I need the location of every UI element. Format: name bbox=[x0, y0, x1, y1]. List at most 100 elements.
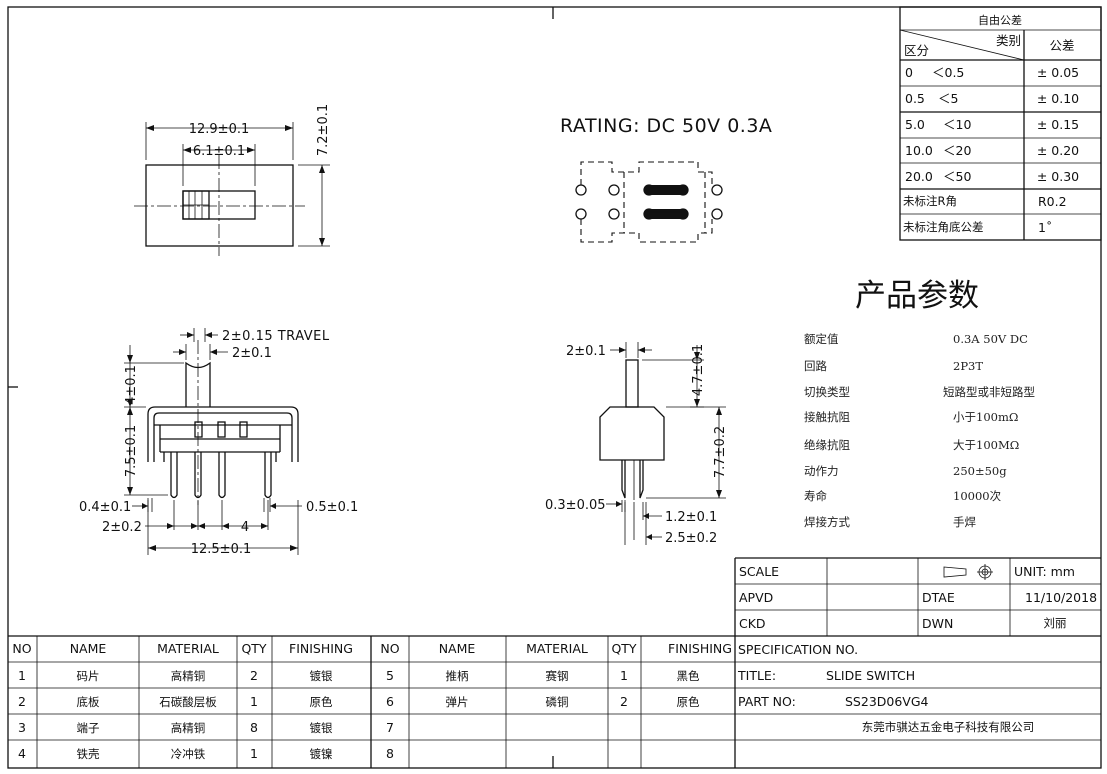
bom-cell: 1 bbox=[250, 694, 258, 709]
part-label: PART NO: bbox=[738, 694, 796, 709]
bom-header-cell: NAME bbox=[439, 641, 476, 656]
bom-cell: 7 bbox=[386, 720, 394, 735]
param-label: 回路 bbox=[804, 359, 827, 373]
side-view: 2±0.1 4.7±0.1 7.7±0.2 0.3±0.05 1.2±0.1 2… bbox=[545, 342, 728, 546]
bom-header-cell: FINISHING bbox=[668, 641, 732, 656]
bom-cell: 2 bbox=[620, 694, 628, 709]
ckd-label: CKD bbox=[739, 616, 766, 631]
apvd-label: APVD bbox=[739, 590, 773, 605]
param-value: 短路型或非短路型 bbox=[943, 385, 1035, 399]
top-view: 12.9±0.1 6.1±0.1 7.2±0.1 bbox=[134, 104, 331, 256]
tol-row-to: ＜5 bbox=[938, 91, 958, 106]
dim-top-slot: 6.1±0.1 bbox=[193, 144, 245, 159]
bom-cell: 码片 bbox=[77, 669, 100, 683]
param-label: 接触抗阻 bbox=[804, 410, 850, 424]
param-value: 0.3A 50V DC bbox=[953, 332, 1028, 346]
dim-actuator-height: 4±0.1 bbox=[124, 365, 139, 405]
tol-row-from: 20.0 bbox=[905, 169, 933, 184]
bom-cell: 底板 bbox=[77, 695, 100, 709]
bom-header-cell: QTY bbox=[611, 641, 636, 656]
dim-pin-width: 0.4±0.1 bbox=[79, 500, 131, 515]
dim-body-height: 7.5±0.1 bbox=[124, 425, 139, 477]
unmarked-angle-label: 未标注角底公差 bbox=[903, 220, 984, 234]
title-label: TITLE: bbox=[737, 668, 776, 683]
param-label: 切换类型 bbox=[804, 385, 850, 399]
param-value: 手焊 bbox=[953, 515, 976, 529]
dim-actuator-width: 2±0.1 bbox=[232, 346, 272, 361]
dim-travel: 2±0.15 TRAVEL bbox=[222, 329, 330, 344]
tol-row-to: ＜0.5 bbox=[932, 65, 964, 80]
date-label: DTAE bbox=[922, 590, 955, 605]
bom-cell: 磷铜 bbox=[546, 695, 569, 709]
dim-top-height: 7.2±0.1 bbox=[316, 104, 331, 156]
param-value: 250±50g bbox=[953, 464, 1007, 478]
bom-header-cell: MATERIAL bbox=[526, 641, 588, 656]
param-value: 10000次 bbox=[953, 489, 1002, 503]
dim-side-actuator: 2±0.1 bbox=[566, 344, 606, 359]
params-list: 额定值 0.3A 50V DC 回路 2P3T 切换类型 短路型或非短路型 接触… bbox=[804, 332, 1035, 529]
dim-side-body-height: 7.7±0.2 bbox=[713, 426, 728, 478]
param-label: 额定值 bbox=[804, 332, 839, 346]
bom-header-cell: NO bbox=[380, 641, 399, 656]
bom-cell: 原色 bbox=[310, 695, 333, 709]
dim-side-depth: 2.5±0.2 bbox=[665, 531, 717, 546]
bom-cell: 镀镍 bbox=[310, 747, 333, 761]
rating-text: RATING: DC 50V 0.3A bbox=[560, 115, 772, 137]
param-label: 动作力 bbox=[804, 464, 839, 478]
tolerance-title: 自由公差 bbox=[978, 13, 1022, 27]
front-view: 2±0.15 TRAVEL 2±0.1 4±0.1 7.5±0.1 0.4±0.… bbox=[79, 328, 358, 557]
bom-cell: 1 bbox=[250, 746, 258, 761]
dwn-value: 刘丽 bbox=[1044, 616, 1067, 630]
tol-row-to: ＜10 bbox=[943, 117, 971, 132]
tolerance-header-category: 类别 bbox=[996, 33, 1021, 48]
bom-cell: 2 bbox=[250, 668, 258, 683]
tol-row-from: 0.5 bbox=[905, 91, 925, 106]
bom-cell: 推柄 bbox=[446, 669, 469, 683]
bom-cell: 2 bbox=[18, 694, 26, 709]
unmarked-r-label: 未标注R角 bbox=[903, 194, 957, 208]
bom-cell: 8 bbox=[386, 746, 394, 761]
scale-label: SCALE bbox=[739, 564, 779, 579]
spec-label: SPECIFICATION NO. bbox=[738, 642, 858, 657]
bom-table bbox=[8, 635, 735, 768]
param-label: 寿命 bbox=[804, 489, 827, 503]
tol-row-value: ± 0.20 bbox=[1037, 143, 1079, 158]
bom-cell: 原色 bbox=[677, 695, 700, 709]
bom-cell: 6 bbox=[386, 694, 394, 709]
bom-cell: 8 bbox=[250, 720, 258, 735]
circuit-diagram bbox=[575, 161, 723, 243]
bom-header-cell: FINISHING bbox=[289, 641, 353, 656]
dim-pin-pitch: 2±0.2 bbox=[102, 520, 142, 535]
param-value: 小于100mΩ bbox=[953, 410, 1018, 424]
bom-cell: 1 bbox=[620, 668, 628, 683]
bom-cell: 铁壳 bbox=[77, 747, 100, 761]
tol-row-value: ± 0.10 bbox=[1037, 91, 1079, 106]
bom-cell: 高精铜 bbox=[171, 669, 206, 683]
bom-header-cell: NO bbox=[12, 641, 31, 656]
part-value: SS23D06VG4 bbox=[845, 694, 929, 709]
param-label: 绝缘抗阻 bbox=[804, 438, 850, 452]
tol-row-value: ± 0.30 bbox=[1037, 169, 1079, 184]
bom-cell: 5 bbox=[386, 668, 394, 683]
param-value: 大于100MΩ bbox=[953, 438, 1019, 452]
dwn-label: DWN bbox=[922, 616, 953, 631]
tolerance-header-tolerance: 公差 bbox=[1049, 38, 1074, 53]
bom-header-cell: QTY bbox=[241, 641, 266, 656]
bom-cell: 石碳酸层板 bbox=[159, 695, 217, 709]
param-label: 焊接方式 bbox=[804, 515, 850, 529]
tol-row-to: ＜20 bbox=[943, 143, 971, 158]
tol-row-from: 5.0 bbox=[905, 117, 925, 132]
tol-row-from: 0 bbox=[905, 65, 913, 80]
unit-label: UNIT: mm bbox=[1014, 564, 1075, 579]
dim-side-act-height: 4.7±0.1 bbox=[691, 344, 706, 396]
company-name: 东莞市骐达五金电子科技有限公司 bbox=[862, 720, 1035, 734]
bom-cell: 镀银 bbox=[310, 721, 333, 735]
dim-top-width: 12.9±0.1 bbox=[189, 122, 250, 137]
tolerance-table: 自由公差 类别 区分 公差 0 ＜0.5 ± 0.05 0.5 ＜5 ± 0.1… bbox=[899, 6, 1102, 241]
unmarked-r-value: R0.2 bbox=[1038, 194, 1067, 209]
bom-cell: 弹片 bbox=[446, 695, 469, 709]
param-value: 2P3T bbox=[953, 359, 983, 373]
params-title: 产品参数 bbox=[855, 278, 979, 314]
unmarked-angle-value: 1˚ bbox=[1038, 220, 1052, 235]
